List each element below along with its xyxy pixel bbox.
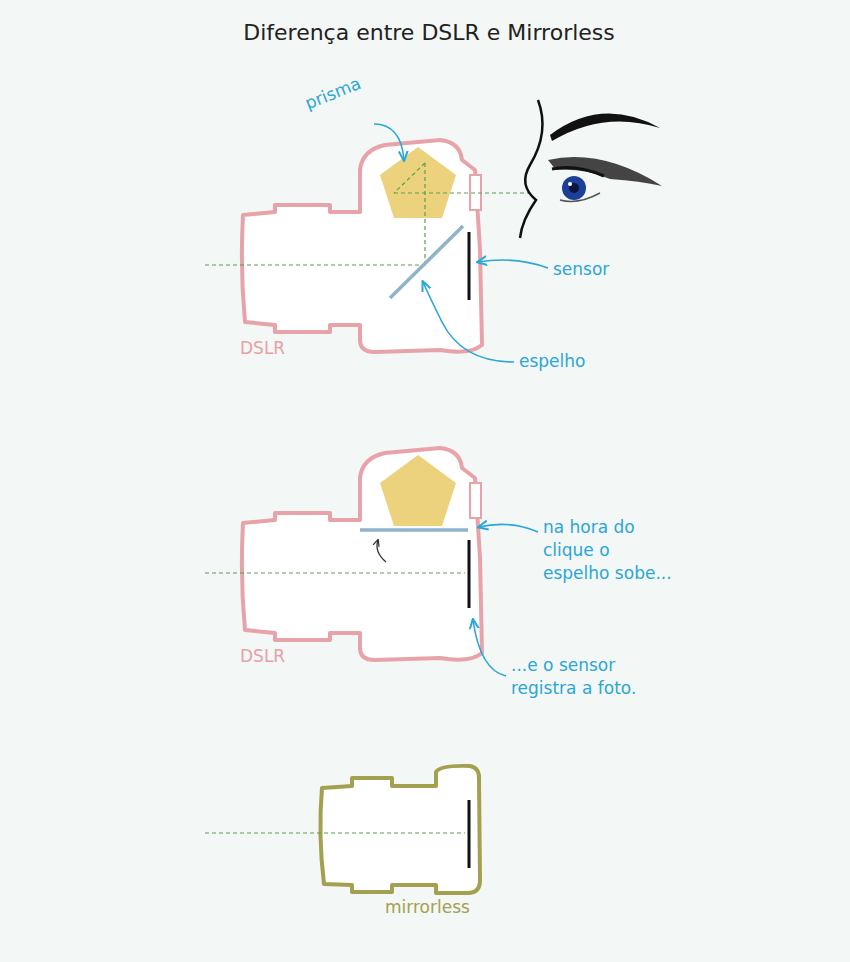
leader-lines <box>374 124 548 676</box>
part-label-holder: espelho <box>519 350 585 373</box>
part-label-holder: prisma <box>302 72 365 115</box>
leader-line <box>473 620 506 676</box>
upper-eyelid <box>552 168 604 176</box>
part-label: sensor <box>553 258 609 281</box>
lower-eyelid <box>560 193 600 201</box>
diagram-title: Diferença entre DSLR e Mirrorless <box>4 18 850 48</box>
light-ray <box>394 192 532 193</box>
mirrorless-camera <box>205 766 480 893</box>
camera-body <box>320 766 480 893</box>
light-ray <box>424 163 425 265</box>
prism-shape <box>380 455 456 526</box>
leader-line <box>374 124 404 160</box>
sensor <box>468 540 471 608</box>
light-path <box>205 163 532 265</box>
camera-label: DSLR <box>240 337 285 360</box>
leader-line <box>423 282 514 362</box>
camera-label-holder: mirrorless <box>385 896 470 919</box>
iris <box>562 176 586 200</box>
light-ray <box>205 832 465 833</box>
sensor <box>468 800 471 868</box>
face-profile <box>520 100 543 238</box>
eye-illustration <box>520 100 662 238</box>
eye-highlight <box>568 182 572 186</box>
diagram-title-holder: Diferença entre DSLR e Mirrorless <box>4 18 850 48</box>
light-ray <box>205 572 465 573</box>
motion-arrow <box>377 540 386 562</box>
camera-body <box>242 140 482 352</box>
camera-label: DSLR <box>240 645 285 668</box>
camera-label-holder: DSLR <box>240 645 285 668</box>
viewfinder <box>470 483 481 518</box>
note-label: na hora do clique o espelho sobe... <box>543 516 675 585</box>
mirror <box>390 226 463 298</box>
sensor <box>468 232 471 300</box>
light-ray <box>394 163 425 193</box>
dslr-camera <box>205 140 532 352</box>
eyebrow <box>550 114 660 141</box>
part-label: prisma <box>302 72 365 115</box>
light-ray <box>205 264 426 265</box>
leader-line <box>479 524 538 532</box>
dslr-camera <box>205 448 482 660</box>
note-label-holder: na hora do clique o espelho sobe... <box>543 516 675 585</box>
camera-body <box>242 448 482 660</box>
part-label: espelho <box>519 350 585 373</box>
part-label-holder: sensor <box>553 258 609 281</box>
pupil <box>569 183 579 193</box>
camera-label: mirrorless <box>385 896 470 919</box>
note-label: ...e o sensor registra a foto. <box>511 654 656 700</box>
note-label-holder: ...e o sensor registra a foto. <box>511 654 656 700</box>
mirror <box>360 528 468 532</box>
leader-line <box>478 260 548 268</box>
camera-label-holder: DSLR <box>240 337 285 360</box>
prism-shape <box>380 147 456 218</box>
